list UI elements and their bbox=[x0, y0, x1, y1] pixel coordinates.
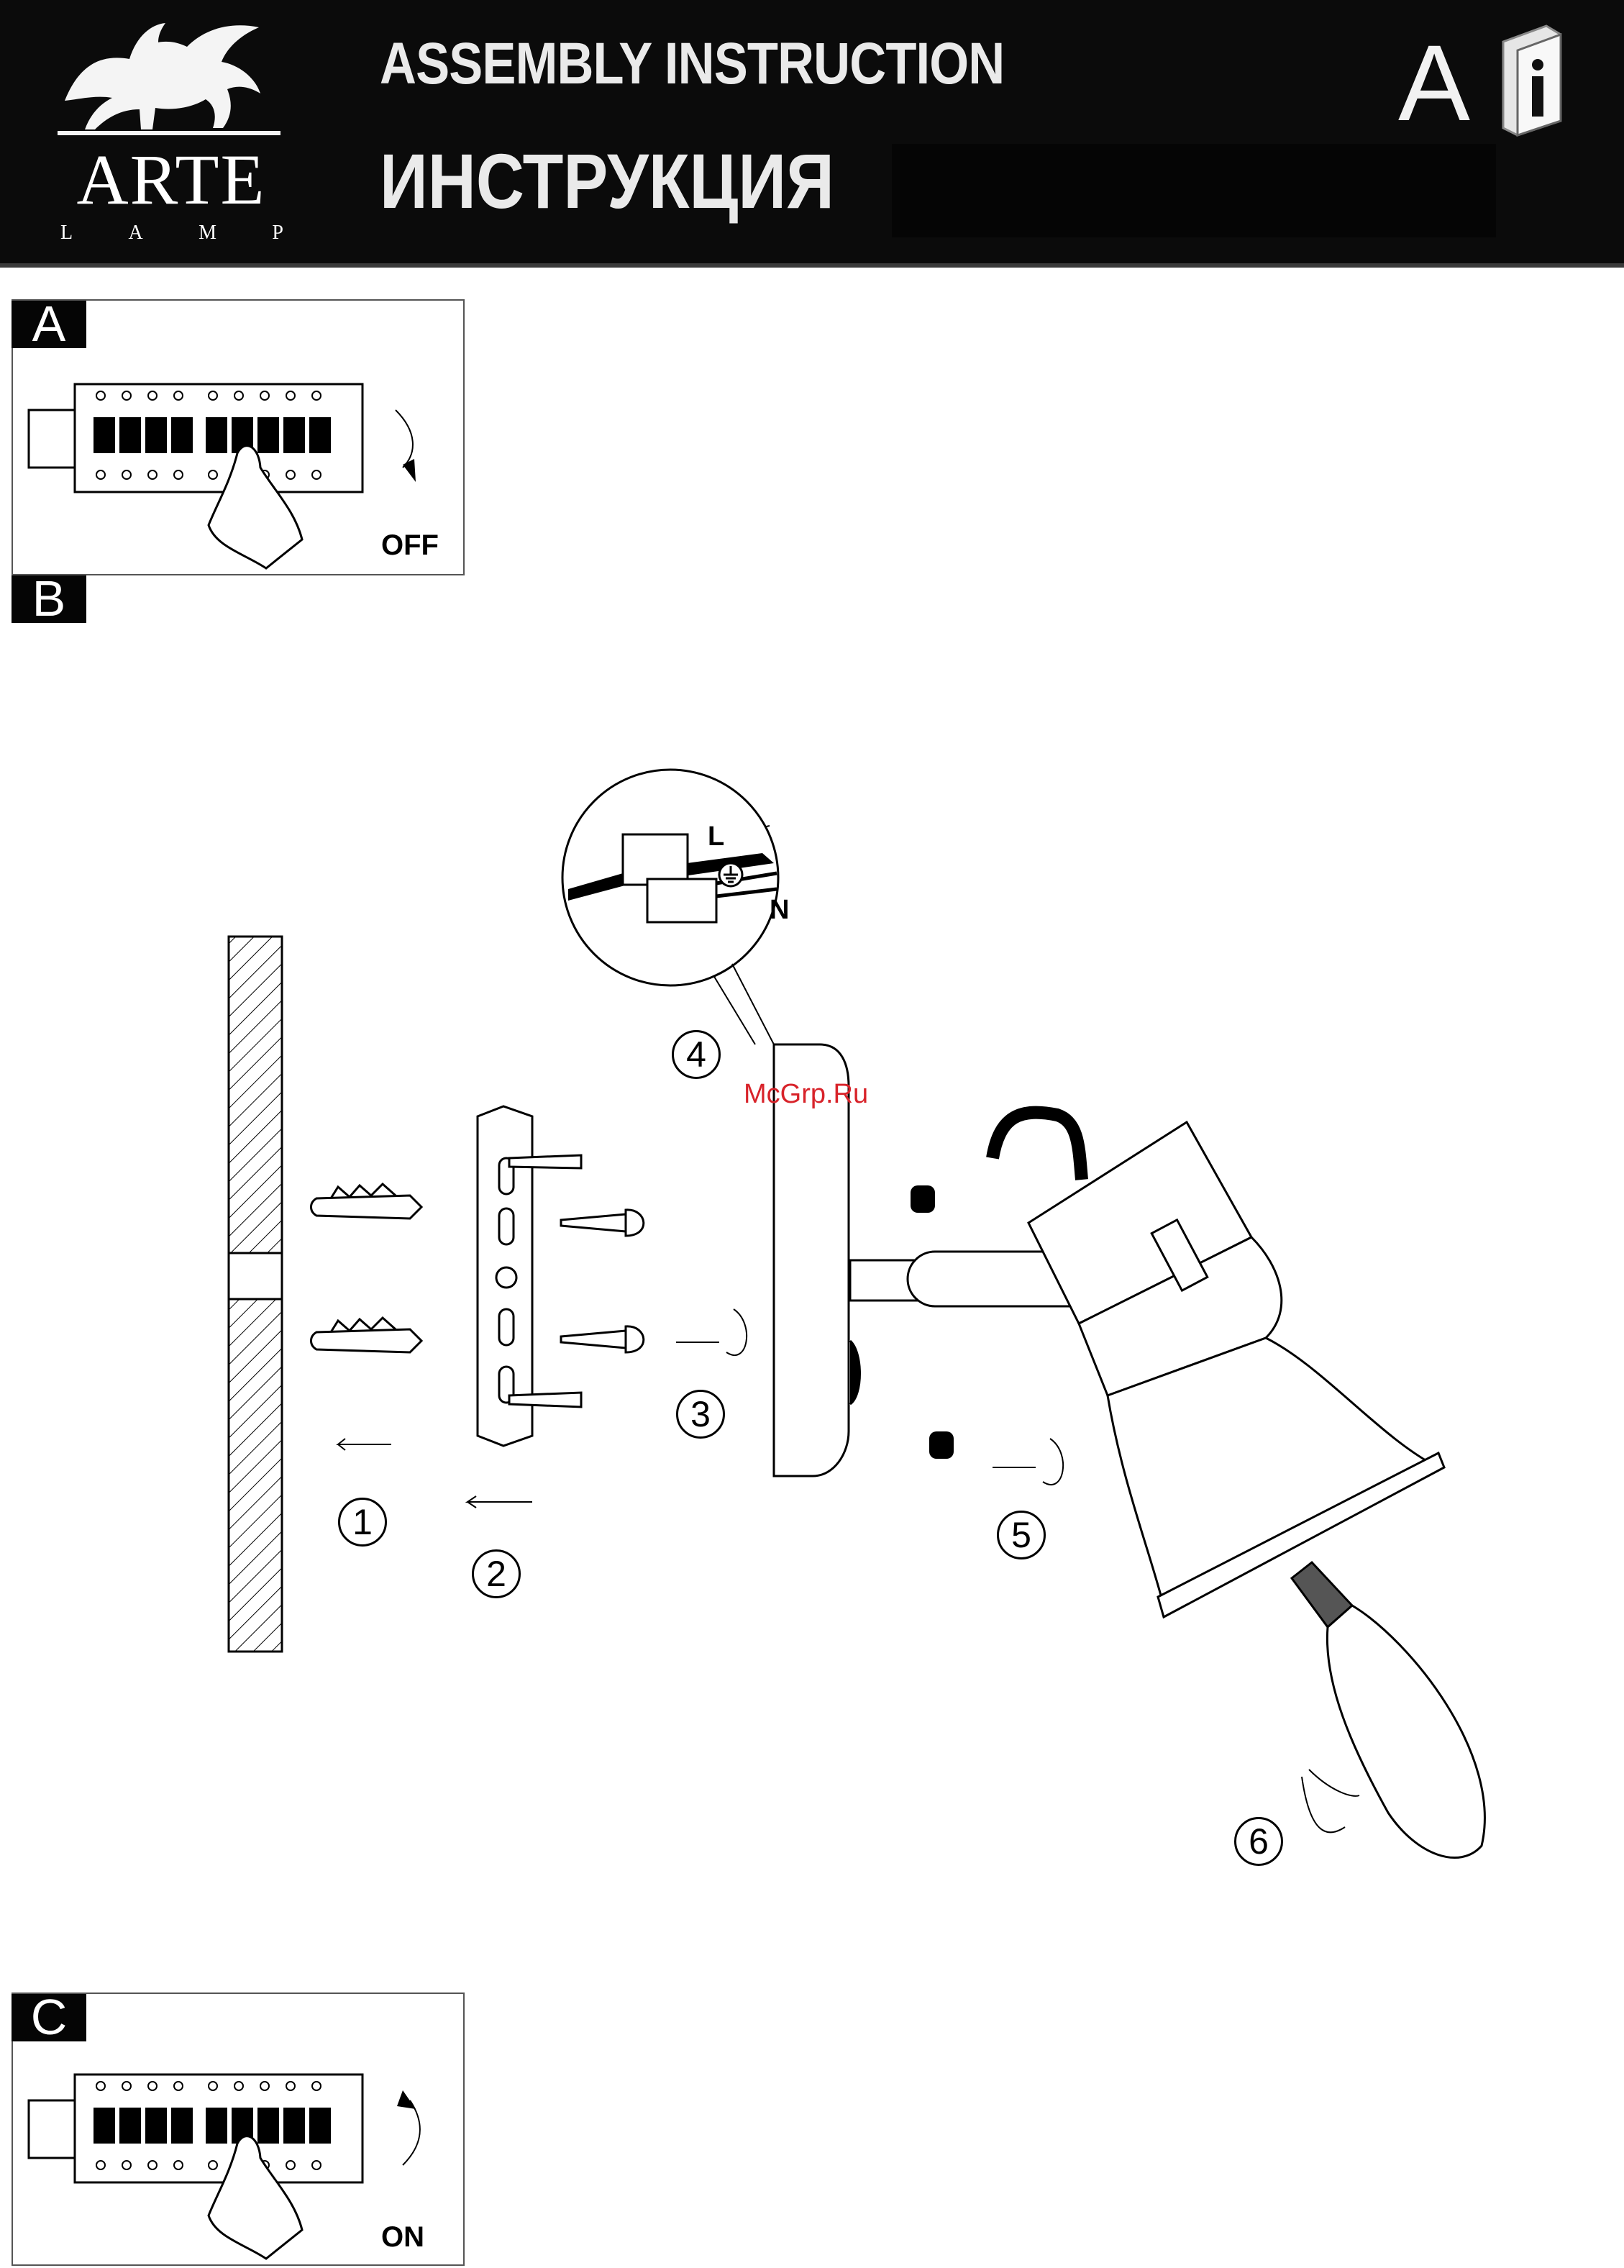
info-book-icon bbox=[1496, 20, 1568, 135]
wire-live-label: L bbox=[708, 823, 724, 850]
step-number-3: 3 bbox=[676, 1390, 725, 1439]
step-c-tag: C bbox=[12, 1994, 86, 2041]
nut-icon bbox=[911, 1185, 954, 1459]
breaker-panel-on-icon bbox=[29, 2064, 388, 2259]
brand-sub-letter: A bbox=[129, 223, 143, 243]
breaker-panel-off-icon bbox=[29, 374, 388, 568]
wall-section bbox=[229, 937, 282, 1652]
griffin-logo-icon bbox=[50, 14, 288, 144]
step-number-2: 2 bbox=[472, 1549, 521, 1598]
earth-ground-icon bbox=[716, 860, 745, 889]
step-number-5: 5 bbox=[997, 1511, 1046, 1559]
watermark-text: McGrp.Ru bbox=[744, 1080, 868, 1108]
brand-name: ARTE bbox=[56, 144, 286, 216]
screw-icon bbox=[561, 1210, 644, 1352]
doc-letter: A bbox=[1398, 29, 1470, 137]
assembly-diagram bbox=[0, 719, 1624, 1885]
brand-sub-letter: M bbox=[199, 223, 216, 243]
step-a-tag: A bbox=[12, 301, 86, 348]
lamp-shade bbox=[993, 1113, 1444, 1617]
wiring-detail-callout bbox=[562, 770, 778, 1044]
brand-subtitle: L A M P bbox=[60, 223, 283, 243]
light-bulb-icon bbox=[1292, 1562, 1484, 1858]
brand-sub-letter: L bbox=[60, 223, 73, 243]
mounting-plate bbox=[478, 1106, 581, 1446]
step-number-4: 4 bbox=[672, 1030, 721, 1079]
wire-neutral-label: N bbox=[770, 896, 789, 924]
state-off-label: OFF bbox=[381, 531, 439, 560]
step-b-tag: B bbox=[12, 575, 86, 623]
title-russian: ИНСТРУКЦИЯ bbox=[380, 142, 834, 220]
header-banner: ARTE L A M P ASSEMBLY INSTRUCTION ИНСТРУ… bbox=[0, 0, 1624, 268]
step-number-1: 1 bbox=[338, 1498, 387, 1547]
step-number-6: 6 bbox=[1234, 1817, 1283, 1866]
brand-sub-letter: P bbox=[272, 223, 283, 243]
title-english: ASSEMBLY INSTRUCTION bbox=[380, 35, 1004, 94]
state-on-label: ON bbox=[381, 2223, 424, 2251]
title-bar-decor bbox=[892, 144, 1496, 237]
wall-plug-icon bbox=[311, 1184, 422, 1352]
